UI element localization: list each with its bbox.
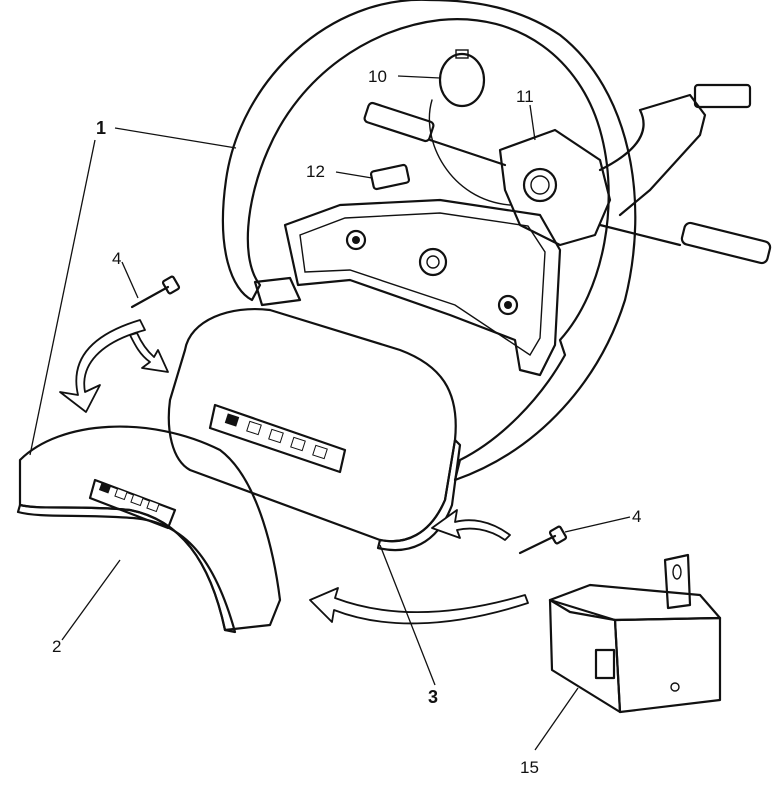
control-unit [548, 553, 722, 714]
combination-switch [363, 83, 772, 265]
steering-cover-pad [16, 425, 282, 634]
cover-pad-body [18, 425, 282, 632]
switch-center-bore [522, 167, 558, 203]
screw-lower-head [548, 525, 568, 545]
arrow-upper-mid [129, 332, 169, 373]
control-unit-top [548, 583, 722, 622]
leader-lines [29, 75, 631, 751]
plug-body [369, 163, 411, 191]
leader-2 [61, 559, 121, 641]
callout-10: 10 [368, 67, 387, 86]
screw-upper [130, 275, 181, 309]
screw-upper-head [161, 275, 181, 295]
clip-path-arrow [428, 99, 511, 206]
wiring-connector [693, 83, 752, 109]
retaining-clip [428, 49, 511, 206]
plate-bolt-right [497, 294, 519, 316]
left-stalk-knob [363, 101, 435, 143]
leader-11 [529, 104, 536, 141]
switch-center-bore-inner [530, 175, 550, 195]
bracket-hole [672, 564, 682, 580]
spoke-plate-inner [299, 212, 546, 356]
callout-3: 3 [428, 687, 438, 707]
leader-1-cover [29, 139, 96, 456]
leader-4b [564, 516, 631, 533]
control-unit-side [548, 598, 622, 714]
screw-lower-shank [518, 534, 557, 555]
horn-pad-emblem-letters [224, 413, 328, 460]
cover-pad-emblem-letters [98, 482, 160, 513]
cover-pad-emblem [88, 478, 177, 530]
screw-lower [518, 525, 568, 555]
callout-15: 15 [520, 758, 539, 777]
wiring-harness [598, 93, 707, 217]
callout-4b: 4 [632, 507, 641, 526]
steering-wheel [221, 0, 637, 482]
control-unit-connector [594, 648, 616, 680]
switch-body [498, 128, 612, 247]
plate-bolt-left [345, 229, 367, 251]
callout-labels: 1 2 3 4 4 10 11 12 15 [52, 67, 641, 777]
cover-pad-front-edge [16, 503, 237, 634]
leader-15 [534, 687, 579, 751]
switch-plug [369, 163, 411, 191]
left-stalk-lever [428, 138, 507, 167]
steering-wheel-spoke-plate [283, 198, 562, 377]
control-unit-screw [670, 682, 680, 692]
arrow-lower-right-lower [309, 587, 529, 625]
plate-bolt-left-core [352, 236, 360, 244]
arrow-lower-right-upper [431, 509, 511, 541]
right-stalk-lever [598, 223, 682, 247]
screw-upper-shank [130, 285, 170, 309]
leader-12 [335, 171, 373, 179]
plate-hub-nut [418, 247, 448, 277]
steering-wheel-rim [221, 0, 637, 482]
callout-2: 2 [52, 637, 61, 656]
leader-10 [397, 75, 441, 79]
plate-hub-nut-core [426, 255, 440, 269]
horn-pad-rim [376, 438, 462, 552]
arrow-upper-left [59, 319, 146, 413]
control-unit-bracket [663, 553, 692, 610]
callout-11: 11 [516, 87, 534, 106]
horn-pad-body [167, 308, 457, 543]
plate-bolt-right-core [504, 301, 512, 309]
horn-pad-emblem [208, 403, 347, 474]
assembly-arrows [59, 319, 529, 625]
right-stalk-knob [680, 221, 772, 265]
leader-4a [121, 261, 139, 299]
callout-4a: 4 [112, 249, 121, 268]
control-unit-front [613, 616, 722, 714]
clip-tab [455, 49, 469, 59]
steering-wheel-lower-spoke [253, 276, 302, 307]
callout-12: 12 [306, 162, 325, 181]
leader-1-wheel [114, 127, 237, 149]
callout-1: 1 [96, 118, 106, 138]
clip-ring [438, 52, 486, 108]
leader-3 [379, 544, 436, 686]
horn-pad-module [167, 308, 462, 552]
